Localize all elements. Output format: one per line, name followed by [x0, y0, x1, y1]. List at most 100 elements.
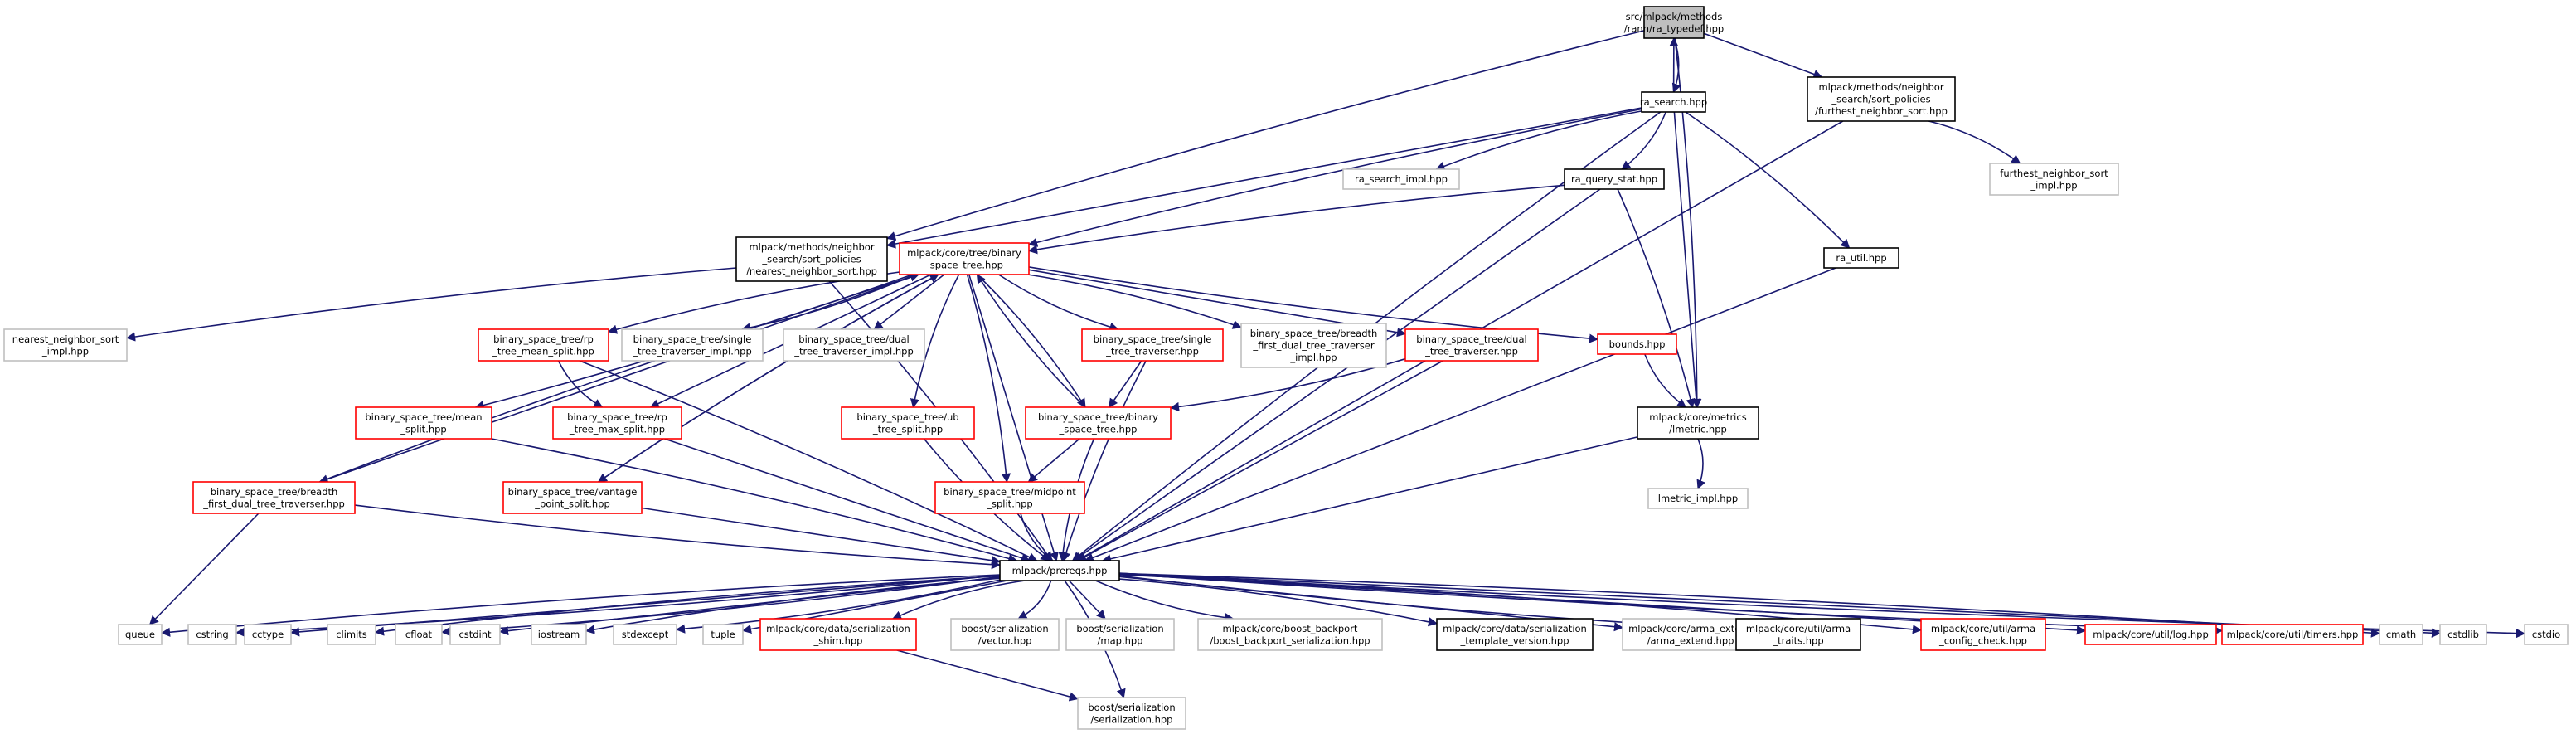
node-cstdint[interactable]: cstdint — [449, 624, 501, 645]
node-box[interactable] — [950, 618, 1060, 651]
node-box[interactable] — [118, 624, 163, 645]
node-ra-query-stat[interactable]: ra_query_stat.hpp — [1564, 168, 1665, 190]
node-ra-util[interactable]: ra_util.hpp — [1823, 247, 1899, 269]
node-box[interactable] — [783, 328, 925, 362]
node-arma-config[interactable]: mlpack/core/util/arma_config_check.hpp — [1920, 618, 2046, 651]
node-box[interactable] — [1564, 168, 1665, 190]
node-bst-inner[interactable]: binary_space_tree/binary_space_tree.hpp — [1025, 406, 1172, 440]
node-box[interactable] — [395, 624, 443, 645]
node-climits[interactable]: climits — [327, 624, 376, 645]
node-box[interactable] — [2439, 624, 2487, 645]
node-dual-impl[interactable]: binary_space_tree/dual_tree_traverser_im… — [783, 328, 925, 362]
node-box[interactable] — [1643, 6, 1705, 39]
node-vantage[interactable]: binary_space_tree/vantage_point_split.hp… — [502, 481, 643, 514]
node-box[interactable] — [1436, 618, 1594, 651]
node-box[interactable] — [1240, 323, 1387, 368]
node-lmetric-impl[interactable]: lmetric_impl.hpp — [1647, 488, 1749, 509]
node-tuple[interactable]: tuple — [702, 624, 744, 645]
node-boost-map[interactable]: boost/serialization/map.hpp — [1065, 618, 1175, 651]
node-queue[interactable]: queue — [118, 624, 163, 645]
node-box[interactable] — [621, 328, 764, 362]
node-log[interactable]: mlpack/core/util/log.hpp — [2084, 624, 2217, 645]
node-box[interactable] — [1641, 91, 1706, 113]
node-box[interactable] — [1823, 247, 1899, 269]
node-box[interactable] — [244, 624, 292, 645]
node-box[interactable] — [1735, 618, 1861, 651]
node-boost-serialization[interactable]: boost/serialization/serialization.hpp — [1077, 697, 1186, 730]
node-box[interactable] — [502, 481, 643, 514]
node-dual-trav[interactable]: binary_space_tree/dual_tree_traverser.hp… — [1404, 328, 1539, 362]
node-root[interactable]: src/mlpack/methods/rann/ra_typedef.hpp — [1624, 6, 1724, 39]
node-box[interactable] — [478, 328, 609, 362]
node-box[interactable] — [735, 236, 888, 282]
node-box[interactable] — [899, 242, 1030, 275]
node-label-line: mlpack/methods/neighbor — [1818, 81, 1943, 93]
node-box[interactable] — [2221, 624, 2364, 645]
edge-ra_search-to-ra_util — [1685, 111, 1851, 249]
node-bfs-impl[interactable]: binary_space_tree/breadth_first_dual_tre… — [1240, 323, 1387, 368]
node-cfloat[interactable]: cfloat — [395, 624, 443, 645]
node-bounds[interactable]: bounds.hpp — [1597, 333, 1677, 355]
node-midpoint[interactable]: binary_space_tree/midpoint_split.hpp — [934, 481, 1085, 514]
node-bst[interactable]: mlpack/core/tree/binary_space_tree.hpp — [899, 242, 1030, 275]
node-box[interactable] — [702, 624, 744, 645]
node-box[interactable] — [613, 624, 677, 645]
node-box[interactable] — [1065, 618, 1175, 651]
node-furthest-sort[interactable]: mlpack/methods/neighbor_search/sort_poli… — [1807, 76, 1956, 122]
node-timers[interactable]: mlpack/core/util/timers.hpp — [2221, 624, 2364, 645]
node-box[interactable] — [327, 624, 376, 645]
node-cstdio[interactable]: cstdio — [2524, 624, 2569, 645]
node-furthest-impl[interactable]: furthest_neighbor_sort_impl.hpp — [1989, 163, 2119, 196]
node-box[interactable] — [1025, 406, 1172, 440]
node-cstring[interactable]: cstring — [187, 624, 237, 645]
node-box[interactable] — [1647, 488, 1749, 509]
node-box[interactable] — [552, 406, 682, 440]
node-ser-shim[interactable]: mlpack/core/data/serialization_shim.hpp — [759, 618, 917, 651]
node-box[interactable] — [1807, 76, 1956, 122]
node-mean-split[interactable]: binary_space_tree/mean_split.hpp — [355, 406, 492, 440]
node-box[interactable] — [449, 624, 501, 645]
node-box[interactable] — [3, 328, 128, 362]
node-box[interactable] — [999, 560, 1120, 581]
node-box[interactable] — [1404, 328, 1539, 362]
node-box[interactable] — [2524, 624, 2569, 645]
node-iostream[interactable]: iostream — [531, 624, 587, 645]
node-box[interactable] — [2084, 624, 2217, 645]
node-box[interactable] — [1989, 163, 2119, 196]
node-nearest-impl[interactable]: nearest_neighbor_sort_impl.hpp — [3, 328, 128, 362]
node-ra-search[interactable]: ra_search.hpp — [1640, 91, 1707, 113]
node-lmetric[interactable]: mlpack/core/metrics/lmetric.hpp — [1637, 406, 1759, 440]
node-cmath[interactable]: cmath — [2379, 624, 2423, 645]
node-arma-traits[interactable]: mlpack/core/util/arma_traits.hpp — [1735, 618, 1861, 651]
node-box[interactable] — [187, 624, 237, 645]
node-box[interactable] — [2379, 624, 2423, 645]
node-box[interactable] — [1197, 618, 1383, 651]
node-box[interactable] — [1637, 406, 1759, 440]
node-prereqs[interactable]: mlpack/prereqs.hpp — [999, 560, 1120, 581]
node-ra-search-impl[interactable]: ra_search_impl.hpp — [1342, 168, 1460, 190]
node-rp-mean[interactable]: binary_space_tree/rp_tree_mean_split.hpp — [478, 328, 609, 362]
node-box[interactable] — [841, 406, 975, 440]
node-cctype[interactable]: cctype — [244, 624, 292, 645]
node-ub-split[interactable]: binary_space_tree/ub_tree_split.hpp — [841, 406, 975, 440]
node-box[interactable] — [1342, 168, 1460, 190]
node-box[interactable] — [1077, 697, 1186, 730]
node-box[interactable] — [192, 481, 356, 514]
node-boost-backport[interactable]: mlpack/core/boost_backport/boost_backpor… — [1197, 618, 1383, 651]
node-box[interactable] — [1920, 618, 2046, 651]
node-stdexcept[interactable]: stdexcept — [613, 624, 677, 645]
node-rp-max[interactable]: binary_space_tree/rp_tree_max_split.hpp — [552, 406, 682, 440]
node-box[interactable] — [1597, 333, 1677, 355]
node-cstdlib[interactable]: cstdlib — [2439, 624, 2487, 645]
node-nearest-sort[interactable]: mlpack/methods/neighbor_search/sort_poli… — [735, 236, 888, 282]
node-single-trav[interactable]: binary_space_tree/single_tree_traverser.… — [1081, 328, 1224, 362]
node-box[interactable] — [934, 481, 1085, 514]
node-box[interactable] — [1081, 328, 1224, 362]
node-box[interactable] — [531, 624, 587, 645]
node-single-impl[interactable]: binary_space_tree/single_tree_traverser_… — [621, 328, 764, 362]
node-box[interactable] — [355, 406, 492, 440]
node-bfs-trav[interactable]: binary_space_tree/breadth_first_dual_tre… — [192, 481, 356, 514]
node-ser-template[interactable]: mlpack/core/data/serialization_template_… — [1436, 618, 1594, 651]
node-box[interactable] — [759, 618, 917, 651]
node-boost-vector[interactable]: boost/serialization/vector.hpp — [950, 618, 1060, 651]
